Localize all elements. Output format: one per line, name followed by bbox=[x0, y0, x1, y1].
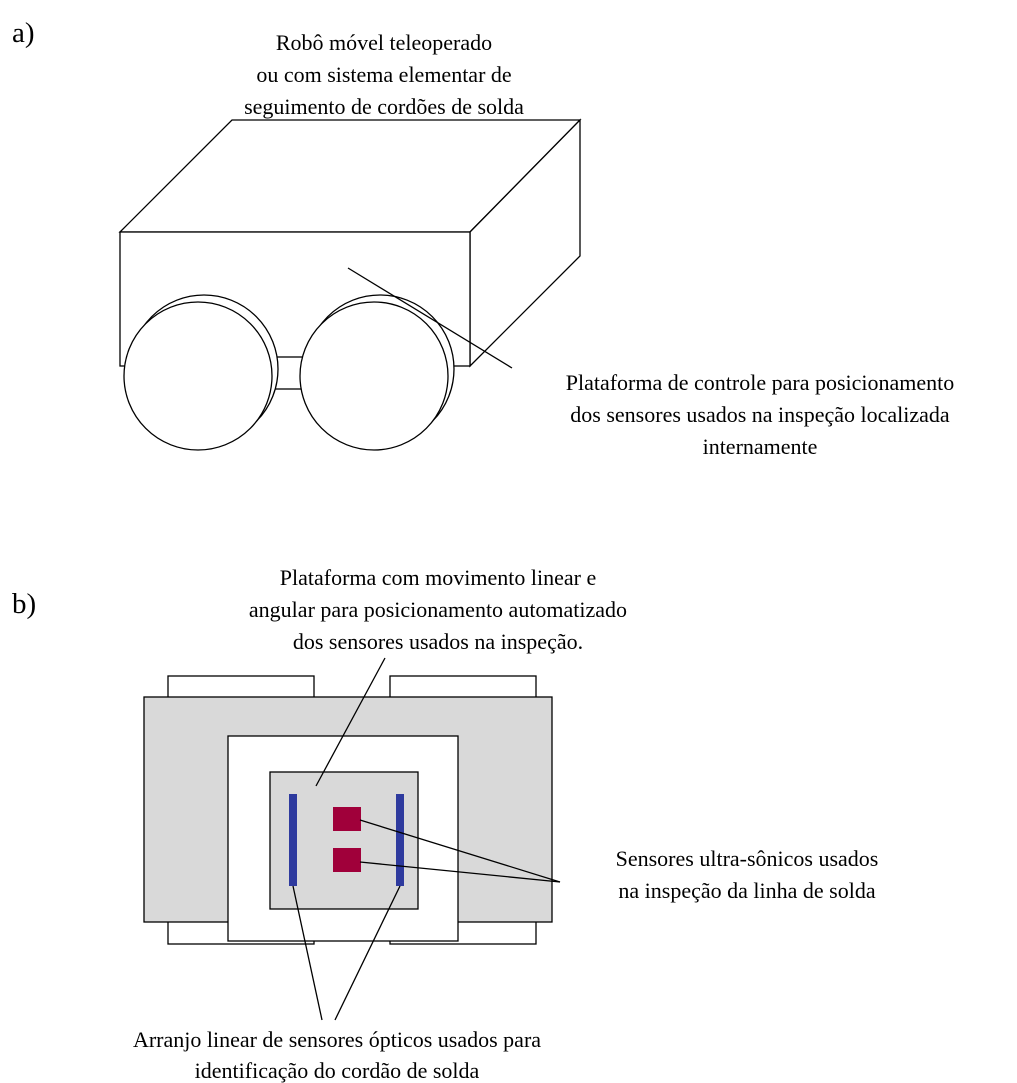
optical-caption-line-1: Arranjo linear de sensores ópticos usado… bbox=[133, 1027, 541, 1052]
optical-sensor-array-left bbox=[289, 794, 297, 886]
robot-title-line-2: ou com sistema elementar de bbox=[256, 62, 511, 87]
platform-a-caption-line-2: dos sensores usados na inspeção localiza… bbox=[570, 402, 950, 427]
robot-title: Robô móvel teleoperado ou com sistema el… bbox=[244, 30, 524, 119]
left-wheel bbox=[123, 301, 273, 451]
ultrasonic-caption-line-2: na inspeção da linha de solda bbox=[618, 878, 875, 903]
ultrasonic-caption-line-1: Sensores ultra-sônicos usados bbox=[616, 846, 879, 871]
robot-title-line-3: seguimento de cordões de solda bbox=[244, 94, 524, 119]
platform-b-caption: Plataforma com movimento linear e angula… bbox=[249, 565, 627, 654]
right-wheel bbox=[299, 301, 449, 451]
platform-a-caption-line-3: internamente bbox=[703, 434, 818, 459]
robot-wheels bbox=[123, 294, 455, 451]
ultrasonic-leader-line-1 bbox=[359, 819, 561, 883]
panel-a-label: a) bbox=[12, 17, 35, 49]
optical-caption-line-2: identificação do cordão de solda bbox=[195, 1058, 480, 1083]
ultrasonic-leader-line-2 bbox=[359, 861, 561, 883]
optical-caption: Arranjo linear de sensores ópticos usado… bbox=[133, 1027, 541, 1083]
ultrasonic-sensor-1 bbox=[333, 807, 361, 831]
optical-sensor-array-right bbox=[396, 794, 404, 886]
ultrasonic-sensor-2 bbox=[333, 848, 361, 872]
optical-leader-line-left bbox=[292, 885, 323, 1021]
platform-b-caption-line-2: angular para posicionamento automatizado bbox=[249, 597, 627, 622]
platform-b-leader-line bbox=[315, 657, 386, 787]
platform-b-caption-line-1: Plataforma com movimento linear e bbox=[280, 565, 596, 590]
optical-leader-line-right bbox=[334, 885, 401, 1021]
platform-b-caption-line-3: dos sensores usados na inspeção. bbox=[293, 629, 583, 654]
ultrasonic-caption: Sensores ultra-sônicos usados na inspeçã… bbox=[616, 846, 879, 903]
panel-b-label: b) bbox=[12, 588, 36, 620]
platform-a-caption: Plataforma de controle para posicionamen… bbox=[566, 370, 955, 459]
platform-a-leader-line bbox=[347, 267, 513, 369]
robot-title-line-1: Robô móvel teleoperado bbox=[276, 30, 492, 55]
platform-a-caption-line-1: Plataforma de controle para posicionamen… bbox=[566, 370, 955, 395]
panel-b-leader-lines bbox=[292, 657, 561, 1021]
